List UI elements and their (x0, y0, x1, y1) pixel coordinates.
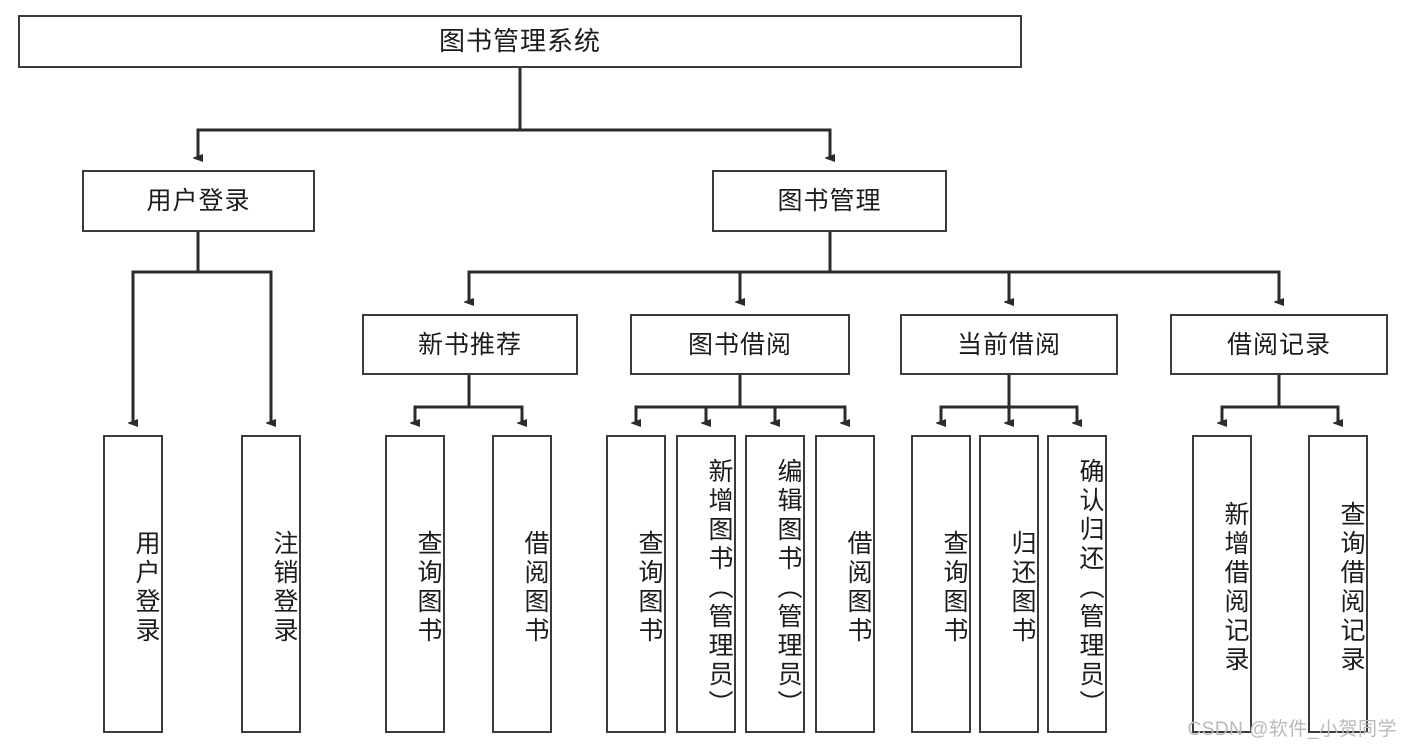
leaf-label: 新增图书（管理员） (705, 457, 733, 719)
leaf-label: 新增借阅记录 (1221, 501, 1249, 675)
node-leaf-query-book-3[interactable]: 查询图书 (911, 435, 971, 733)
node-leaf-logout-login[interactable]: 注销登录 (241, 435, 301, 733)
node-leaf-confirm-return[interactable]: 确认归还（管理员） (1047, 435, 1107, 733)
node-leaf-add-record[interactable]: 新增借阅记录 (1192, 435, 1252, 733)
leaf-label: 编辑图书（管理员） (774, 457, 802, 719)
node-leaf-borrow-book-1[interactable]: 借阅图书 (492, 435, 552, 733)
node-leaf-query-book-1[interactable]: 查询图书 (385, 435, 445, 733)
node-current-borrow[interactable]: 当前借阅 (900, 314, 1118, 375)
node-borrow-record[interactable]: 借阅记录 (1170, 314, 1388, 375)
leaf-label: 确认归还（管理员） (1076, 457, 1104, 719)
leaf-label: 查询借阅记录 (1337, 501, 1365, 675)
node-leaf-edit-book[interactable]: 编辑图书（管理员） (745, 435, 805, 733)
leaf-label: 归还图书 (1008, 530, 1036, 646)
leaf-label: 注销登录 (270, 530, 298, 646)
node-root-system[interactable]: 图书管理系统 (18, 15, 1022, 68)
node-book-manage[interactable]: 图书管理 (712, 170, 947, 232)
leaf-label: 借阅图书 (844, 530, 872, 646)
leaf-label: 借阅图书 (521, 530, 549, 646)
node-leaf-user-login[interactable]: 用户登录 (103, 435, 163, 733)
node-leaf-query-record[interactable]: 查询借阅记录 (1308, 435, 1368, 733)
csdn-watermark: CSDN @软件_小贺同学 (1187, 719, 1397, 740)
node-book-borrow[interactable]: 图书借阅 (630, 314, 850, 375)
leaf-label: 查询图书 (635, 530, 663, 646)
leaf-label: 用户登录 (132, 530, 160, 646)
node-leaf-query-book-2[interactable]: 查询图书 (606, 435, 666, 733)
node-user-login[interactable]: 用户登录 (82, 170, 315, 232)
leaf-label: 查询图书 (940, 530, 968, 646)
leaf-label: 查询图书 (414, 530, 442, 646)
node-leaf-add-book[interactable]: 新增图书（管理员） (676, 435, 736, 733)
node-new-book-recommend[interactable]: 新书推荐 (362, 314, 578, 375)
node-leaf-return-book[interactable]: 归还图书 (979, 435, 1039, 733)
node-leaf-borrow-book-2[interactable]: 借阅图书 (815, 435, 875, 733)
